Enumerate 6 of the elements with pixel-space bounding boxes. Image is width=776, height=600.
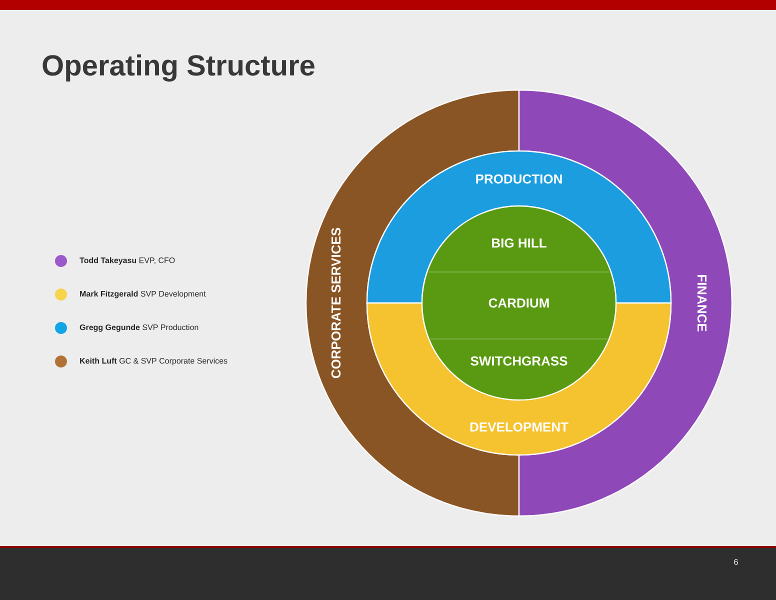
page-number: 6 [734, 559, 738, 565]
legend-label: Keith Luft GC & SVP Corporate Services [80, 358, 228, 366]
legend-label: Mark Fitzgerald SVP Development [80, 290, 206, 298]
legend-label: Gregg Gegunde SVP Production [80, 324, 198, 332]
title: Operating Structure [42, 54, 314, 82]
legend-label: Todd Takeyasu EVP, CFO [80, 257, 175, 265]
